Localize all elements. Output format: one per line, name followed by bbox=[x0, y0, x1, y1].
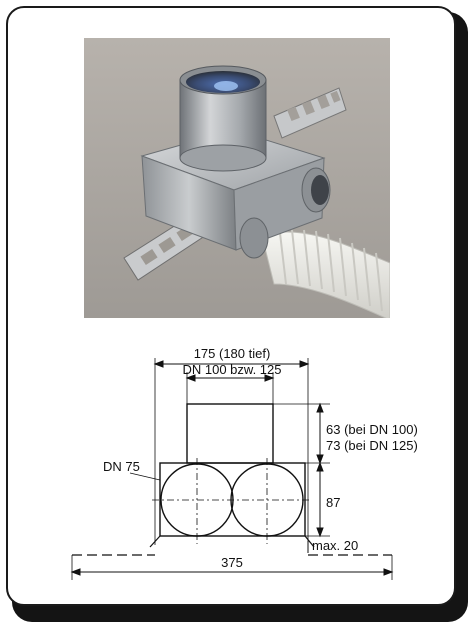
dimension-lines bbox=[70, 360, 394, 576]
extension-lines bbox=[71, 358, 393, 580]
center-lines bbox=[152, 458, 312, 544]
label-flange: max. 20 bbox=[312, 538, 358, 553]
flange-lines bbox=[72, 535, 392, 556]
flexible-hose bbox=[261, 229, 390, 318]
label-branch: DN 75 bbox=[103, 459, 140, 474]
collar-outline bbox=[186, 403, 274, 464]
product-photo bbox=[84, 38, 390, 318]
label-total-width: 175 (180 tief) bbox=[194, 346, 271, 361]
label-box-height: 87 bbox=[326, 495, 340, 510]
label-collar: DN 100 bzw. 125 bbox=[182, 362, 281, 377]
label-overall-width: 375 bbox=[221, 555, 243, 570]
label-height-dn125: 73 (bei DN 125) bbox=[326, 438, 418, 453]
ventilation-distribution-box-photo bbox=[84, 38, 390, 318]
label-height-dn100: 63 (bei DN 100) bbox=[326, 422, 418, 437]
bracket-right bbox=[273, 87, 347, 139]
top-collar bbox=[179, 65, 267, 172]
